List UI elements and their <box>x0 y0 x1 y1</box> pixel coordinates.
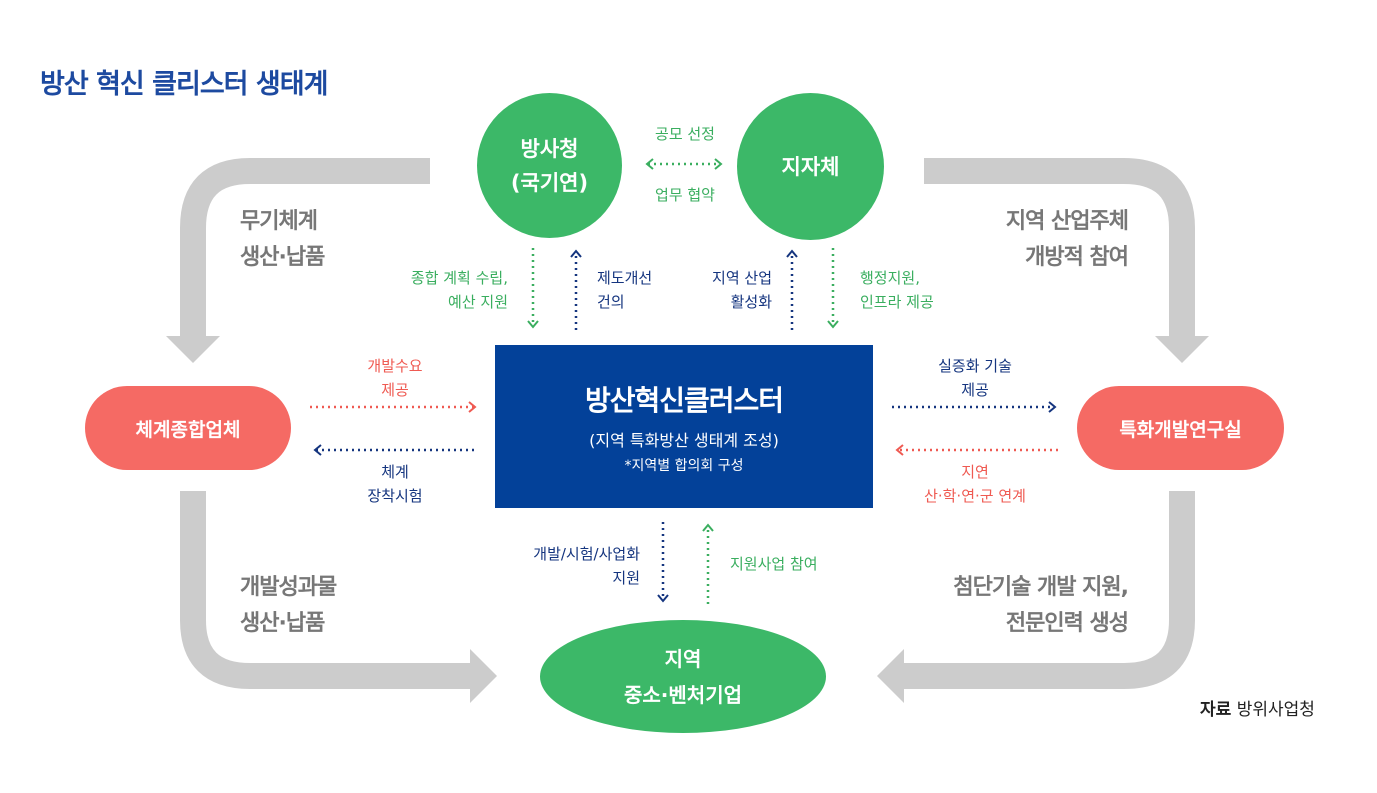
cluster-note: *지역별 합의회 구성 <box>624 457 744 474</box>
flow-label-cluster-to-lab-line1: 실증화 기술 <box>938 357 1012 375</box>
cluster-subtitle: (지역 특화방산 생태계 조성) <box>589 430 779 450</box>
flow-label-cluster-to-local: 지역 산업 활성화 <box>680 266 772 314</box>
outer-label-top-left-line1: 무기체계 <box>240 209 318 234</box>
flow-label-cluster-to-dapa-line1: 제도개선 <box>597 269 653 287</box>
source-label: 자료 <box>1200 700 1232 720</box>
node-cluster: 방산혁신클러스터 (지역 특화방산 생태계 조성) *지역별 합의회 구성 <box>495 345 873 508</box>
flow-label-cluster-to-sme-line2: 지원 <box>612 569 640 587</box>
node-dapa: 방사청 (국기연) <box>477 93 622 238</box>
flow-label-cluster-to-si-line2: 장착시험 <box>367 487 423 505</box>
flow-label-local-to-cluster: 행정지원, 인프라 제공 <box>860 266 934 314</box>
outer-label-bottom-left-line1: 개발성과물 <box>240 575 337 600</box>
flow-label-local-to-cluster-line2: 인프라 제공 <box>860 293 934 311</box>
flow-label-sme-to-cluster: 지원사업 참여 <box>730 555 818 573</box>
node-dapa-line1: 방사청 <box>520 136 579 161</box>
outer-arrow-top-right <box>924 158 1209 363</box>
outer-label-bottom-left-line2: 생산·납품 <box>240 611 325 636</box>
flow-label-dapa-to-cluster-line1: 종합 계획 수립, <box>410 269 508 287</box>
outer-label-top-left-line2: 생산·납품 <box>240 245 325 270</box>
flow-label-cluster-to-si-line1: 체계 <box>381 463 409 481</box>
node-system-integrator: 체계종합업체 <box>85 386 291 470</box>
flow-label-cluster-to-local-line1: 지역 산업 <box>712 269 772 287</box>
flow-label-lab-to-cluster-line1: 지연 <box>961 463 989 481</box>
flow-label-cluster-to-lab-line2: 제공 <box>961 381 989 399</box>
node-dapa-line2: (국기연) <box>510 170 589 195</box>
flow-label-cluster-to-lab: 실증화 기술 제공 <box>910 354 1040 402</box>
outer-label-bottom-right-line2: 전문인력 생성 <box>1005 611 1129 636</box>
flow-label-si-to-cluster-line1: 개발수요 <box>367 357 423 375</box>
flow-label-dapa-to-cluster-line2: 예산 지원 <box>448 293 508 311</box>
outer-arrow-bottom-right <box>877 491 1195 703</box>
flow-label-local-to-cluster-line1: 행정지원, <box>860 269 920 287</box>
cluster-name: 방산혁신클러스터 <box>584 383 784 417</box>
node-sme-line2: 중소·벤처기업 <box>624 682 742 707</box>
node-local-gov: 지자체 <box>737 93 884 240</box>
flow-label-cluster-to-sme: 개발/시험/사업화 지원 <box>490 542 640 590</box>
page-title: 방산 혁신 클리스터 생태계 <box>40 69 328 100</box>
node-sme-line1: 지역 <box>664 646 702 671</box>
node-sme: 지역 중소·벤처기업 <box>540 620 826 733</box>
outer-label-bottom-left: 개발성과물 생산·납품 <box>240 570 337 642</box>
flow-label-cluster-to-sme-line1: 개발/시험/사업화 <box>533 545 640 563</box>
flow-label-lab-to-cluster-line2: 산·학·연·군 연계 <box>924 487 1026 505</box>
outer-arrow-bottom-left <box>180 491 497 703</box>
flow-label-lab-to-cluster: 지연 산·학·연·군 연계 <box>900 460 1050 508</box>
flow-label-dapa-to-cluster: 종합 계획 수립, 예산 지원 <box>360 266 508 314</box>
outer-label-bottom-right: 첨단기술 개발 지원, 전문인력 생성 <box>880 570 1129 642</box>
flow-label-cluster-to-local-line2: 활성화 <box>730 293 772 311</box>
outer-label-top-right-line1: 지역 산업주체 <box>1005 209 1129 234</box>
node-local-gov-label: 지자체 <box>781 154 840 179</box>
flow-label-contest-selection: 공모 선정 <box>655 125 715 143</box>
flow-label-business-agreement: 업무 협약 <box>655 186 715 204</box>
outer-label-top-right: 지역 산업주체 개방적 참여 <box>950 204 1129 276</box>
source-value: 방위사업청 <box>1236 700 1315 720</box>
source-note: 자료 방위사업청 <box>1200 695 1315 720</box>
flow-label-cluster-to-dapa-line2: 건의 <box>597 293 625 311</box>
flow-label-cluster-to-si: 체계 장착시험 <box>340 460 450 508</box>
flow-label-si-to-cluster-line2: 제공 <box>381 381 409 399</box>
flow-label-cluster-to-dapa: 제도개선 건의 <box>597 266 652 314</box>
flow-label-si-to-cluster: 개발수요 제공 <box>340 354 450 402</box>
outer-label-bottom-right-line1: 첨단기술 개발 지원, <box>953 575 1129 600</box>
outer-label-top-right-line2: 개방적 참여 <box>1025 245 1129 270</box>
node-special-lab-label: 특화개발연구실 <box>1119 418 1242 441</box>
node-special-lab: 특화개발연구실 <box>1077 386 1284 470</box>
outer-label-top-left: 무기체계 생산·납품 <box>240 204 325 276</box>
node-system-integrator-label: 체계종합업체 <box>135 418 241 441</box>
outer-arrow-top-left <box>166 158 430 363</box>
